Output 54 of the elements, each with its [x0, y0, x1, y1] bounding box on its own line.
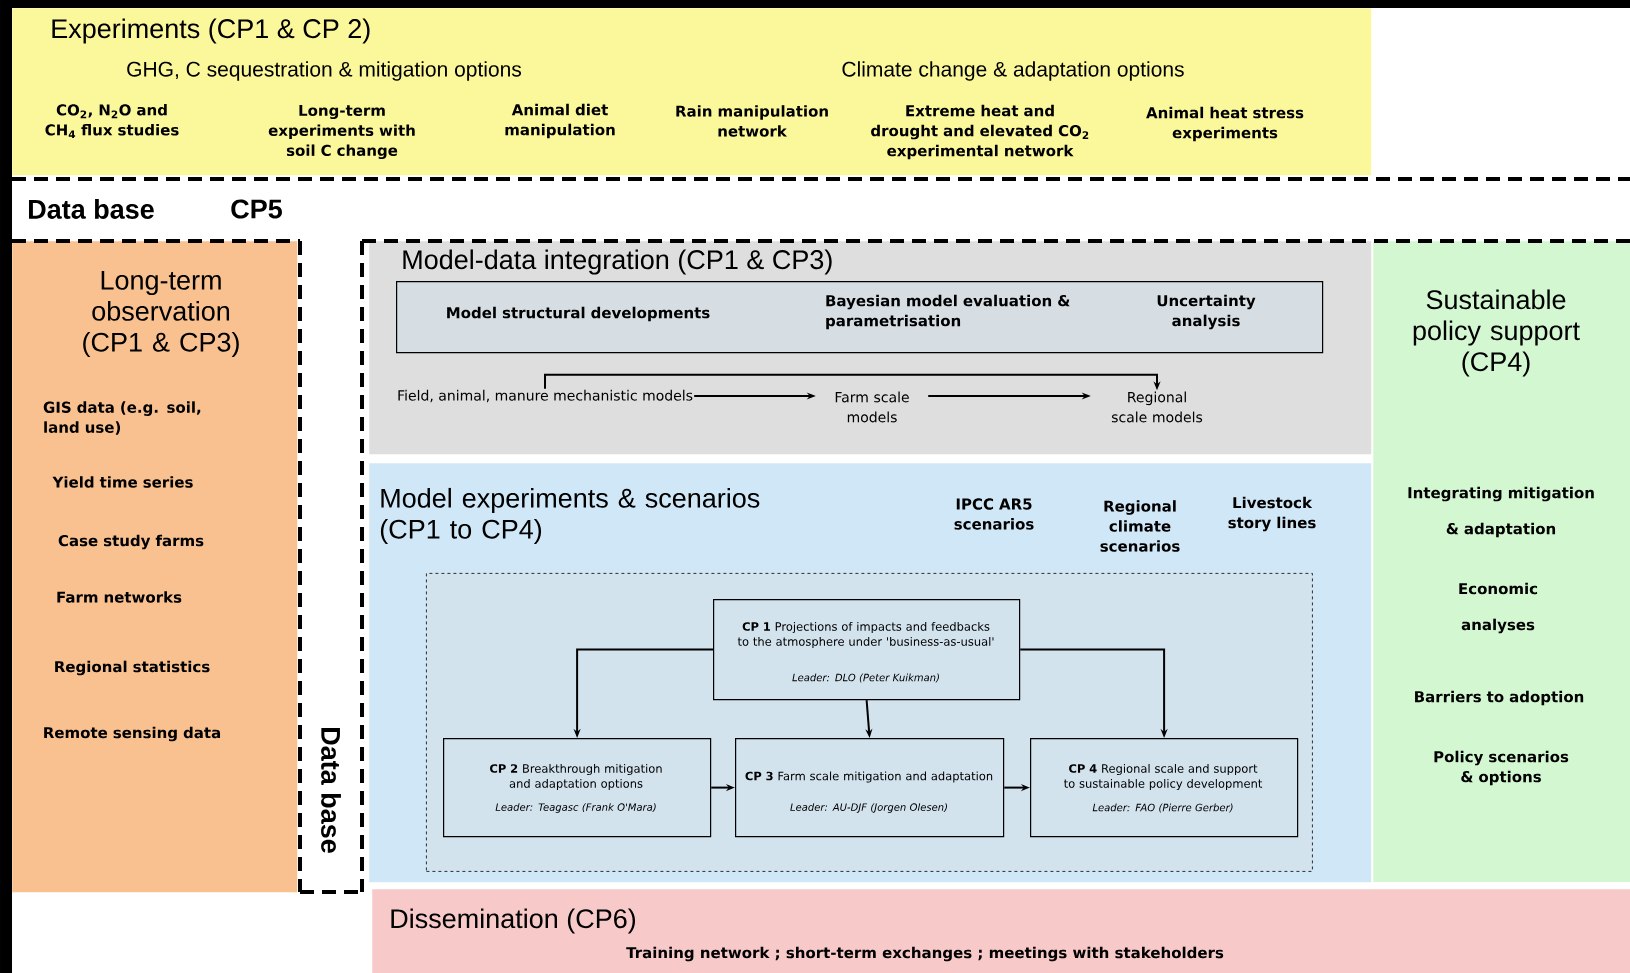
subheading: Climate change & adaptation options [842, 61, 1184, 81]
item-label: Bayesian model evaluation & parametrisation [826, 294, 1070, 330]
item-label: IPCC AR5 scenarios [954, 498, 1034, 530]
model-label: Field, animal, manure mechanistic models [398, 389, 693, 403]
panel [12, 241, 298, 893]
item-label: CP 2 Breakthrough mitigation and adaptation options [490, 763, 662, 791]
item-label: CO$_{2}$, N$_{2}$O and CH$_{4}$ flux studies [45, 103, 179, 139]
item-label: Animal heat stress experiments [1146, 106, 1304, 142]
panel [12, 8, 1372, 176]
leader-note: Leader: AU-DJF (Jorgen Olesen) [790, 803, 947, 813]
section-label: CP5 [231, 199, 282, 219]
item-label: Training network ; short-term exchanges ; meetings with stakeholders [626, 946, 1224, 962]
subheading: GHG, C sequestration & mitigation options [127, 61, 522, 81]
item-label: GIS data (e.g. soil, land use) [43, 401, 201, 435]
item-label: Extreme heat and drought and elevated CO$_{2}$ experimental network [871, 104, 1089, 160]
item-label: Policy scenarios & options [1434, 750, 1569, 786]
section-label: Data base [29, 199, 154, 219]
panel-heading: Long-term observation (CP1 & CP3) [83, 270, 239, 358]
item-label: Integrating mitigation & adaptation [1408, 486, 1594, 538]
leader-note: Leader: DLO (Peter Kuikman) [792, 673, 939, 683]
item-label: Rain manipulation network [676, 105, 828, 137]
item-label: Long-term experiments with soil C change [268, 104, 415, 160]
item-label: CP 4 Regional scale and support to sustainable policy development [1064, 763, 1263, 791]
panel-heading: Experiments (CP1 & CP 2) [52, 18, 370, 44]
panel [372, 889, 1630, 973]
section-label: Data base [321, 728, 341, 853]
item-label: Model structural developments [447, 306, 710, 322]
process-box [443, 738, 712, 838]
leader-note: Leader: FAO (Pierre Gerber) [1092, 803, 1233, 813]
item-label: Livestock story lines [1228, 496, 1316, 532]
item-label: Farm networks [57, 591, 182, 603]
model-label: Regional scale models [1111, 391, 1203, 423]
leader-note: Leader: Teagasc (Frank O'Mara) [495, 803, 656, 813]
item-label: Barriers to adoption [1415, 690, 1584, 706]
process-box [1030, 738, 1299, 838]
item-label: CP 3 Farm scale mitigation and adaptation [745, 771, 993, 783]
item-label: Case study farms [58, 534, 204, 550]
item-label: Regional statistics [55, 660, 210, 676]
item-label: Remote sensing data [44, 726, 220, 742]
item-label: CP 1 Projections of impacts and feedbacks to the atmosphere under 'business-as-usual' [737, 621, 994, 649]
item-label: Uncertainty analysis [1157, 294, 1256, 330]
panel-heading: Model experiments & scenarios (CP1 to CP4) [380, 487, 760, 545]
model-label: Farm scale models [835, 391, 909, 423]
panel-heading: Dissemination (CP6) [391, 908, 636, 934]
inner-box [396, 281, 1324, 354]
process-box [713, 599, 1021, 701]
panel-heading: Model-data integration (CP1 & CP3) [403, 249, 832, 275]
process-box [735, 738, 1005, 838]
item-label: Yield time series [52, 476, 193, 488]
item-label: Economic analyses [1459, 582, 1538, 634]
panel-heading: Sustainable policy support (CP4) [1413, 289, 1580, 377]
panel [1373, 241, 1630, 883]
item-label: Regional climate scenarios [1100, 500, 1180, 552]
item-label: Animal diet manipulation [505, 103, 615, 139]
